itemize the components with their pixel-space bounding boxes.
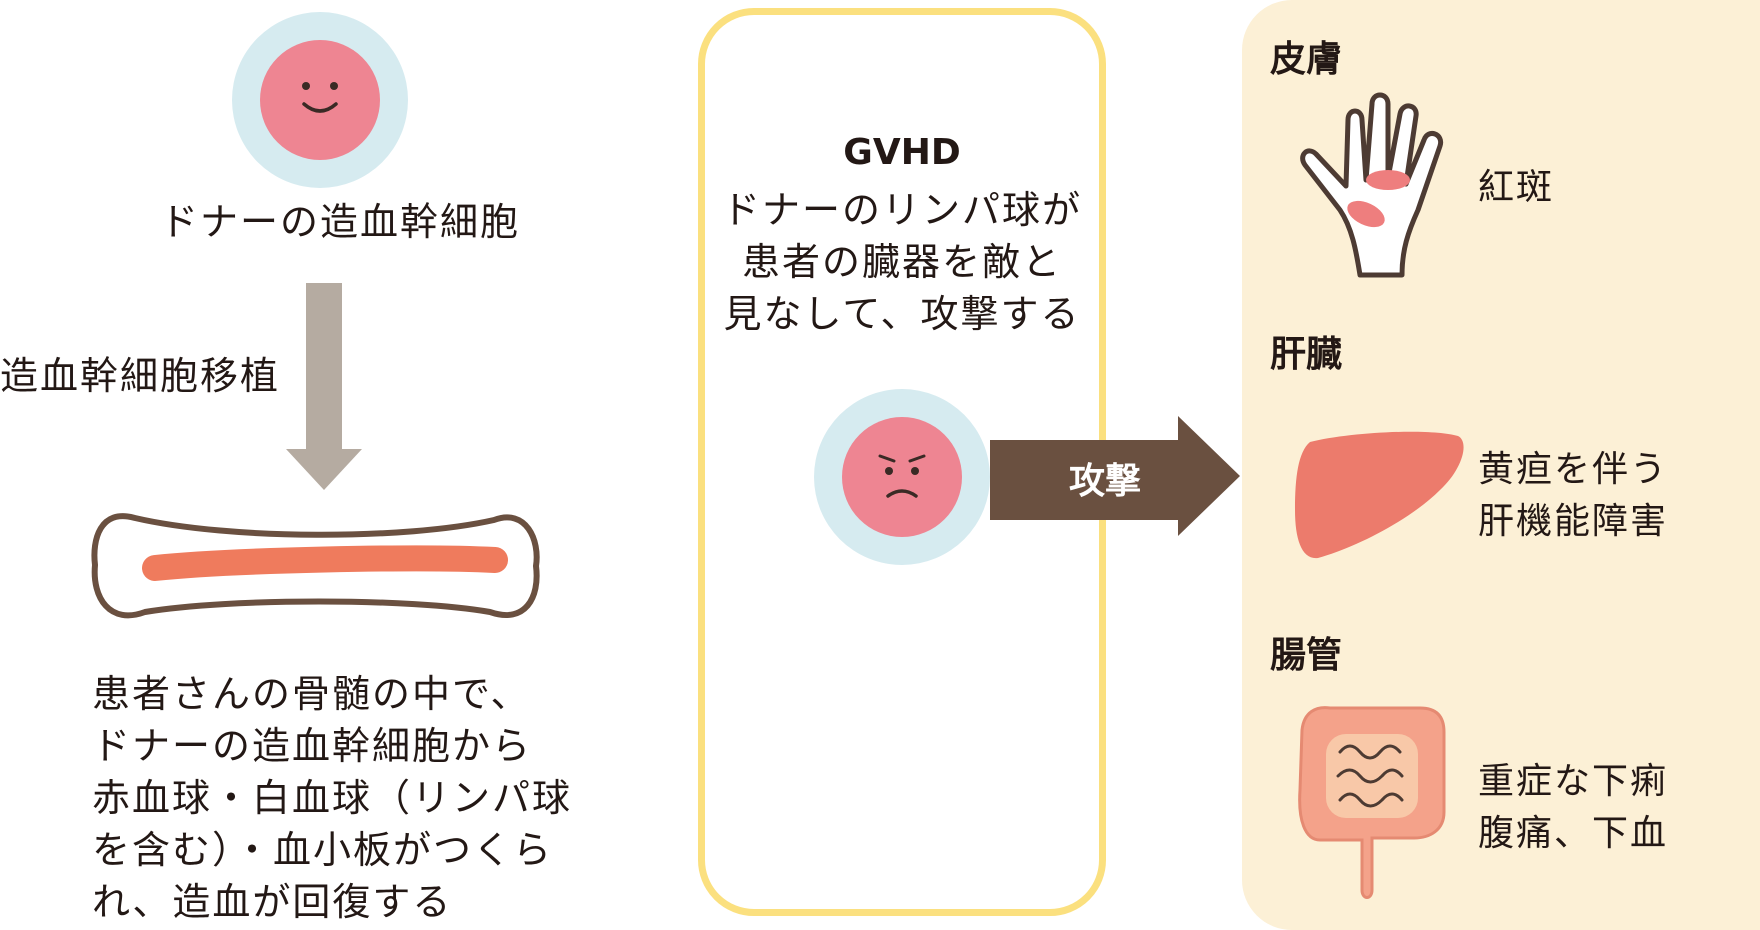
intestine-icon [1298, 706, 1446, 899]
liver-icon [1295, 431, 1464, 559]
gvhd-description: ドナーのリンパ球が 患者の臓器を敵と 見なして、攻撃する [721, 188, 1082, 336]
organ-effect-intestine: 重症な下痢 腹痛、下血 [1478, 761, 1669, 854]
gvhd-title: GVHD [843, 132, 961, 173]
worried-cell-icon [814, 389, 990, 565]
transplant-label: 造血幹細胞移植 [0, 354, 281, 398]
organ-heading-liver: 肝臓 [1270, 334, 1343, 375]
happy-cell-icon [232, 12, 408, 188]
hand-icon [1300, 92, 1444, 278]
organ-heading-skin: 皮膚 [1270, 39, 1343, 80]
attack-label: 攻撃 [1068, 461, 1141, 502]
marrow-description: 患者さんの骨髄の中で、 ドナーの造血幹細胞から 赤血球・白血球（リンパ球 を含む… [92, 672, 573, 924]
donor-stem-cell-label: ドナーの造血幹細胞 [159, 200, 520, 244]
attack-arrow-shaft [990, 440, 1180, 520]
organ-heading-intestine: 腸管 [1270, 635, 1343, 676]
bone-icon [91, 513, 540, 619]
transplant-arrow-icon [286, 283, 362, 490]
organ-effect-liver: 黄疸を伴う 肝機能障害 [1478, 449, 1669, 542]
organ-effect-skin: 紅斑 [1478, 167, 1555, 208]
